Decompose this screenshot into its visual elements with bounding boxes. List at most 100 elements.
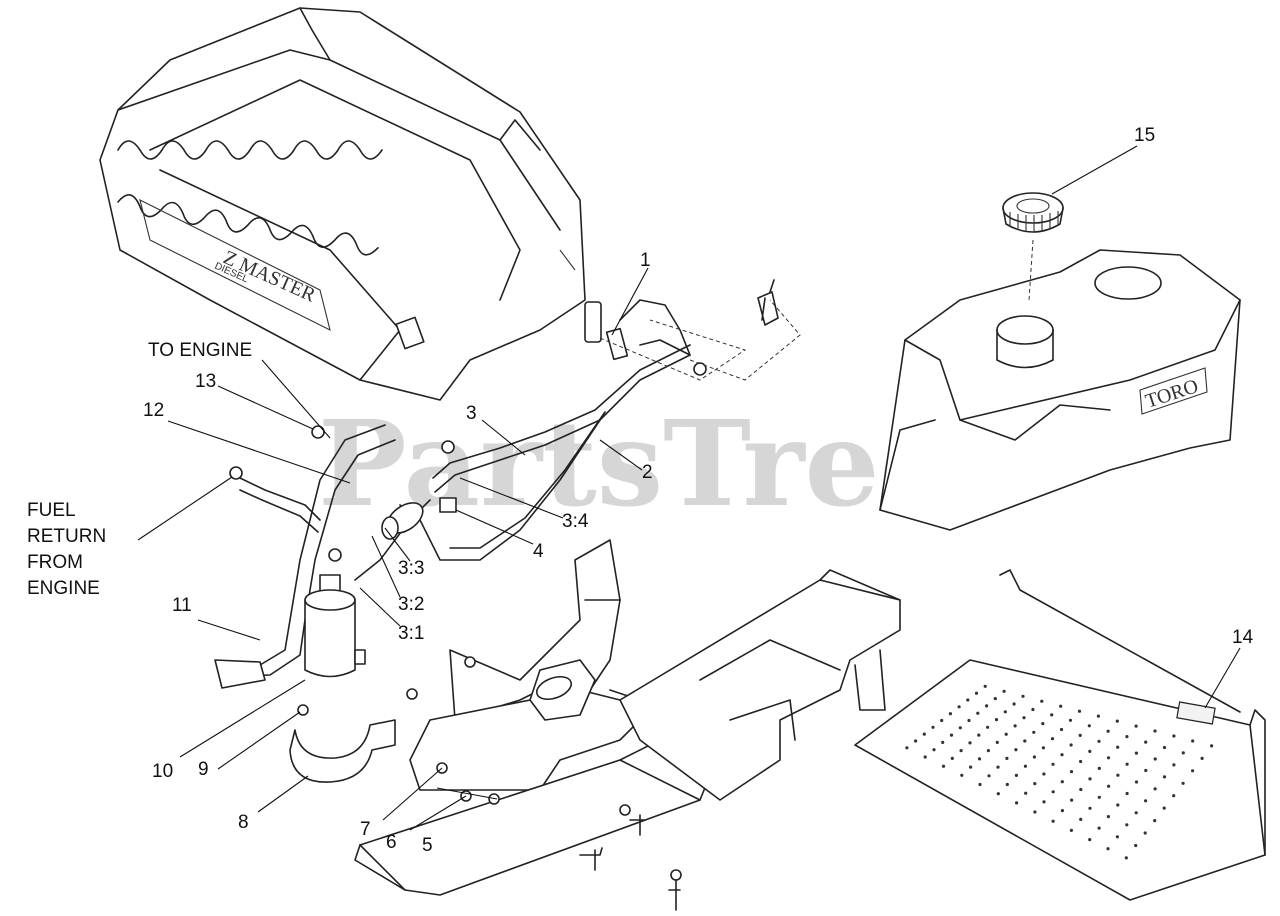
perforation-hole [1022, 716, 1026, 720]
perforation-hole [1088, 806, 1092, 810]
callout-labels: 1 2 3 3:4 4 3:3 3:2 3:1 5 6 7 8 9 10 11 … [143, 125, 1254, 856]
watermark-text: PartsTree [318, 394, 955, 533]
perforation-hole [1023, 764, 1027, 768]
perforation-hole [1125, 735, 1129, 739]
perforation-hole [967, 718, 971, 723]
perforation-hole [960, 773, 964, 777]
perforation-hole [1210, 744, 1214, 748]
note-fuel-return-line-3: FROM [27, 552, 83, 573]
perforation-hole [1060, 809, 1064, 813]
perforation-hole [1162, 775, 1167, 779]
perforation-hole [1144, 768, 1148, 773]
perforation-hole [1087, 724, 1091, 728]
perforation-hole [969, 765, 973, 769]
note-fuel-return-line-2: RETURN [27, 526, 106, 547]
perforation-hole [1134, 811, 1138, 815]
perforation-hole [1032, 755, 1036, 759]
perforation-hole [994, 718, 999, 722]
perforation-hole [966, 698, 970, 702]
perforation-hole [1162, 806, 1166, 810]
perforation-hole [1153, 819, 1157, 823]
perforation-hole [1106, 815, 1110, 819]
callout-4: 4 [533, 541, 544, 562]
perforation-hole [1162, 745, 1167, 750]
perforation-hole [1097, 766, 1101, 771]
perforation-hole [1021, 694, 1025, 698]
perforation-hole [1070, 798, 1074, 802]
perforation-hole [1143, 831, 1147, 835]
nut-13 [311, 425, 325, 439]
callout-15: 15 [1134, 125, 1155, 146]
callout-3-4: 3:4 [562, 511, 589, 532]
perforation-hole [1079, 787, 1083, 792]
perforation-hole [1014, 773, 1019, 778]
perforation-hole [996, 765, 1000, 769]
callout-3-1: 3:1 [398, 623, 424, 644]
perforation-hole [1106, 847, 1110, 851]
floor-perforations [905, 684, 1214, 860]
callout-6: 6 [386, 832, 397, 853]
leader-lines [137, 145, 1241, 831]
perforation-hole [922, 732, 926, 736]
tank-fitting [693, 362, 707, 376]
perforation-hole [1069, 828, 1073, 833]
perforation-hole [1004, 732, 1008, 736]
hose-clamp [439, 497, 457, 513]
perforation-hole [978, 782, 982, 787]
perforation-hole [968, 741, 972, 745]
callout-3: 3 [466, 403, 477, 424]
perforation-hole [1153, 787, 1157, 791]
callout-13: 13 [195, 371, 216, 392]
perforation-hole [977, 733, 981, 737]
perforation-hole [986, 749, 991, 753]
perforation-hole [1106, 756, 1111, 760]
routing-notes: TO ENGINE FUEL RETURN FROM ENGINE [27, 340, 252, 599]
perforation-hole [1116, 745, 1120, 749]
perforation-hole [914, 739, 918, 743]
perforation-hole [1088, 749, 1092, 754]
nut-fitting [441, 440, 455, 454]
perforation-hole [1059, 727, 1064, 732]
perforation-hole [931, 725, 935, 729]
perforation-hole [1097, 795, 1101, 799]
perforation-hole [905, 746, 909, 750]
perforation-hole [932, 748, 936, 752]
perforation-hole [1031, 707, 1035, 712]
perforation-hole [941, 764, 946, 768]
perforation-hole [1144, 740, 1148, 744]
perforation-hole [1040, 699, 1044, 703]
perforation-hole [1023, 739, 1027, 743]
perforation-hole [1003, 710, 1007, 714]
rear-hood: Z MASTER DIESEL [99, 7, 586, 401]
perforation-hole [1069, 770, 1074, 774]
perforation-hole [1060, 753, 1064, 757]
perforation-hole [1181, 781, 1185, 785]
perforation-hole [950, 756, 954, 761]
perforation-hole [1041, 722, 1045, 726]
perforation-hole [986, 725, 990, 729]
perforation-hole [1051, 790, 1055, 794]
perforation-hole [1125, 762, 1129, 766]
fuel-tank: TORO [879, 249, 1241, 531]
perforation-hole [983, 684, 987, 688]
perforation-hole [1005, 782, 1009, 787]
callout-9: 9 [198, 759, 209, 780]
callout-7: 7 [360, 819, 371, 840]
perforation-hole [1124, 856, 1128, 860]
perforation-hole [1097, 826, 1101, 830]
watermark: PartsTree TM [318, 394, 955, 533]
perforation-hole [976, 711, 980, 715]
decal-1 [605, 327, 629, 361]
perforation-hole [1024, 791, 1028, 795]
perforation-hole [1106, 729, 1110, 733]
perforation-hole [1050, 713, 1054, 717]
callout-14: 14 [1232, 627, 1254, 648]
perforation-hole [1005, 756, 1009, 761]
perforation-hole [1079, 817, 1083, 822]
callout-11: 11 [172, 595, 192, 616]
perforation-hole [1041, 746, 1045, 750]
floor-pan [854, 569, 1266, 901]
perforation-hole [1042, 772, 1046, 776]
perforation-hole [1181, 751, 1185, 755]
